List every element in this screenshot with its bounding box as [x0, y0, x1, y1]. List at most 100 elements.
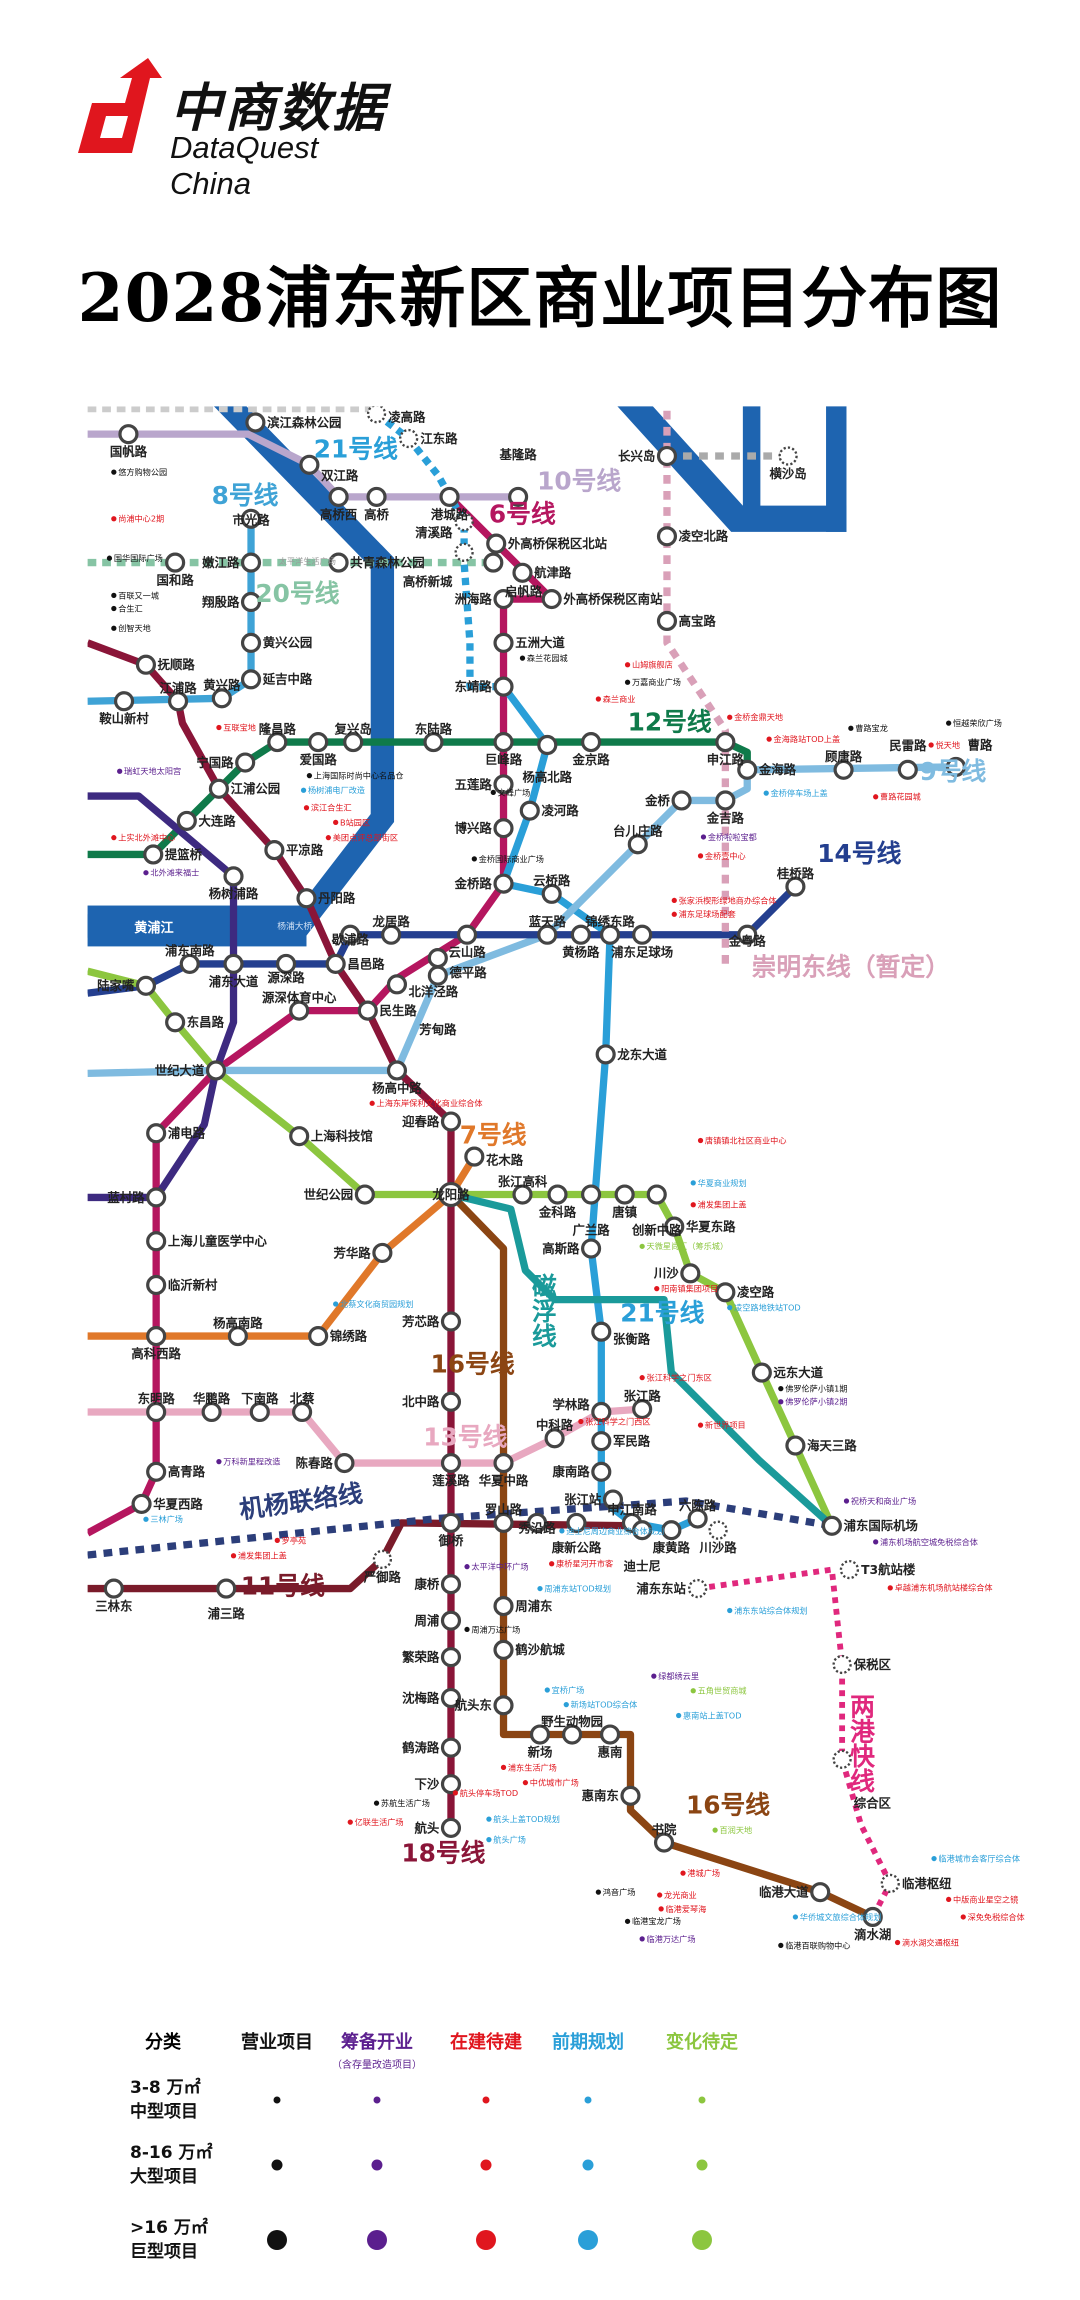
- station[interactable]: [235, 752, 256, 773]
- project-name[interactable]: 浦东足球场配套: [679, 909, 736, 919]
- station[interactable]: [325, 953, 346, 974]
- station-marker[interactable]: [211, 688, 232, 709]
- station[interactable]: [438, 1181, 464, 1208]
- station[interactable]: [544, 1428, 565, 1449]
- project-name[interactable]: 苏航生活广场: [381, 1798, 430, 1808]
- project-dot[interactable]: [792, 1914, 799, 1920]
- station-marker[interactable]: [646, 1184, 667, 1205]
- project-dot[interactable]: [690, 1202, 696, 1208]
- station-marker[interactable]: [292, 1401, 313, 1423]
- station-marker[interactable]: [687, 1508, 708, 1529]
- station-marker[interactable]: [632, 1520, 653, 1541]
- station[interactable]: [223, 953, 244, 974]
- station-marker[interactable]: [135, 654, 157, 675]
- project-dot[interactable]: [595, 696, 602, 702]
- station-marker[interactable]: [715, 1282, 736, 1303]
- project-name[interactable]: 五角世贸商城: [698, 1686, 747, 1696]
- station-marker[interactable]: [343, 732, 364, 753]
- station-marker[interactable]: [562, 1724, 583, 1745]
- station-marker[interactable]: [493, 774, 514, 795]
- station-marker[interactable]: [264, 840, 285, 861]
- station-marker[interactable]: [440, 1391, 462, 1412]
- project-dot[interactable]: [697, 1422, 704, 1428]
- project-name[interactable]: 恒越荣欣广场: [953, 718, 1002, 728]
- station-marker[interactable]: [372, 1549, 393, 1570]
- project-dot[interactable]: [111, 469, 117, 475]
- station[interactable]: [599, 1724, 621, 1745]
- project-name[interactable]: 航头上盖TOD规划: [493, 1814, 560, 1824]
- station-marker[interactable]: [454, 512, 474, 532]
- station[interactable]: [519, 800, 540, 821]
- station-marker[interactable]: [267, 732, 288, 753]
- station-marker[interactable]: [167, 691, 189, 712]
- station[interactable]: [454, 542, 474, 562]
- station[interactable]: [440, 1512, 462, 1533]
- station-marker[interactable]: [275, 953, 297, 974]
- station[interactable]: [440, 1610, 462, 1631]
- project-name[interactable]: 浦东东站综合体规划: [734, 1605, 807, 1615]
- station[interactable]: [211, 688, 232, 709]
- station[interactable]: [381, 924, 402, 945]
- project-dot[interactable]: [143, 870, 149, 876]
- station[interactable]: [547, 1184, 568, 1205]
- project-dot[interactable]: [111, 592, 117, 599]
- project-dot[interactable]: [519, 655, 526, 661]
- station-marker[interactable]: [296, 888, 317, 909]
- project-name[interactable]: 港城广场: [687, 1868, 720, 1878]
- project-dot[interactable]: [486, 1836, 492, 1843]
- station[interactable]: [366, 405, 387, 424]
- station-marker[interactable]: [208, 778, 229, 799]
- station[interactable]: [143, 844, 164, 865]
- project-dot[interactable]: [639, 1375, 645, 1381]
- station-marker[interactable]: [493, 1596, 514, 1617]
- project-name[interactable]: 杨树浦电厂改造: [308, 785, 365, 795]
- station-marker[interactable]: [423, 732, 444, 753]
- station[interactable]: [737, 759, 758, 780]
- project-dot[interactable]: [595, 1889, 602, 1895]
- station-marker[interactable]: [591, 1431, 612, 1452]
- station[interactable]: [249, 1401, 270, 1423]
- station-marker[interactable]: [118, 424, 139, 445]
- station-marker[interactable]: [354, 1184, 375, 1205]
- project-name[interactable]: 临港宝龙广场: [632, 1916, 681, 1926]
- station-marker[interactable]: [778, 446, 798, 466]
- project-dot[interactable]: [727, 714, 733, 720]
- station[interactable]: [541, 883, 562, 904]
- project-name[interactable]: 航头停车场TOD: [460, 1788, 518, 1798]
- station[interactable]: [103, 1578, 124, 1599]
- project-name[interactable]: 森兰花园城: [527, 653, 568, 663]
- station[interactable]: [493, 1695, 514, 1716]
- station[interactable]: [179, 953, 200, 974]
- station[interactable]: [493, 873, 514, 894]
- station-marker[interactable]: [614, 1184, 635, 1205]
- project-dot[interactable]: [848, 725, 854, 731]
- station[interactable]: [240, 508, 262, 529]
- project-name[interactable]: 万科新里程改造: [223, 1457, 280, 1467]
- station[interactable]: [708, 1520, 728, 1540]
- project-name[interactable]: 亿联生活广场: [355, 1817, 404, 1827]
- station-marker[interactable]: [440, 1311, 462, 1332]
- station[interactable]: [632, 1520, 653, 1541]
- station-marker[interactable]: [512, 1184, 533, 1205]
- station[interactable]: [216, 1578, 237, 1599]
- project-dot[interactable]: [325, 835, 332, 841]
- station[interactable]: [165, 1012, 186, 1033]
- station[interactable]: [386, 1060, 408, 1081]
- project-name[interactable]: 佛罗伦萨小镇2期: [785, 1397, 847, 1407]
- station-marker[interactable]: [715, 790, 736, 811]
- station-marker[interactable]: [821, 1515, 842, 1536]
- station[interactable]: [372, 1242, 393, 1263]
- station[interactable]: [591, 1461, 612, 1482]
- station-marker[interactable]: [486, 533, 507, 554]
- project-name[interactable]: 张江科学之门西区: [585, 1416, 650, 1426]
- station-marker[interactable]: [440, 1111, 462, 1132]
- project-dot[interactable]: [931, 1855, 937, 1862]
- station-marker[interactable]: [366, 486, 387, 507]
- project-dot[interactable]: [333, 819, 339, 825]
- project-name[interactable]: 合生汇: [118, 603, 142, 613]
- station-marker[interactable]: [176, 810, 197, 831]
- station[interactable]: [785, 876, 806, 897]
- station[interactable]: [289, 1000, 310, 1021]
- station[interactable]: [591, 1401, 612, 1423]
- project-name[interactable]: 北外滩来福士: [150, 868, 199, 878]
